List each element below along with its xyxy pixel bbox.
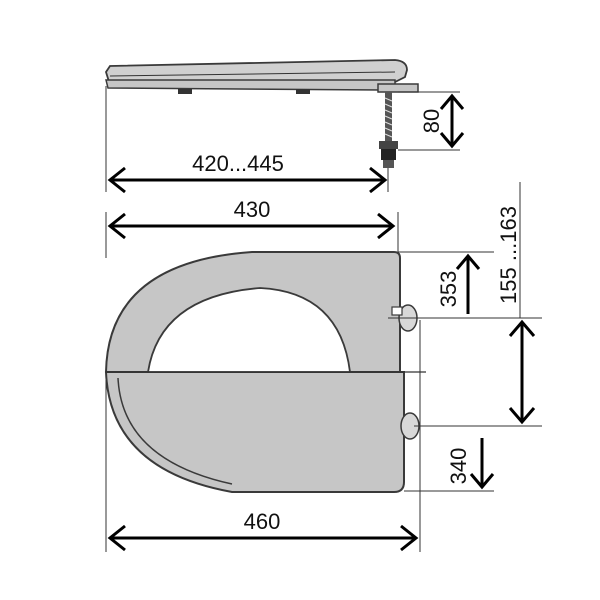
bolt-height-label: 80 <box>419 109 444 133</box>
bumper-rear <box>296 89 310 94</box>
side-view: 80 420...445 <box>105 59 465 194</box>
seat-opening <box>146 287 352 373</box>
mounting-bolt <box>379 92 398 168</box>
bottom-offset-label: 340 <box>446 448 471 485</box>
hinge-range-label: 420...445 <box>192 151 284 176</box>
hinge-offset-label: 353 <box>436 271 461 308</box>
bumper-front <box>178 89 192 94</box>
plan-view <box>104 251 426 493</box>
lid-side-profile <box>105 59 408 86</box>
seat-side-profile <box>105 79 396 91</box>
hinge-block <box>377 83 419 93</box>
top-width-dimension: 430 <box>105 197 399 258</box>
bottom-width-dimension: 460 <box>105 320 421 552</box>
hinge-offset-dimension: 353 <box>398 251 494 314</box>
hinge-spacing-dimension: 155 ...163 <box>388 182 542 427</box>
hinge-spacing-label: 155 ...163 <box>496 206 521 304</box>
top-width-label: 430 <box>234 197 271 222</box>
bottom-width-label: 460 <box>244 509 281 534</box>
bottom-offset-dimension: 340 <box>404 438 495 492</box>
lid-plan <box>104 371 405 493</box>
